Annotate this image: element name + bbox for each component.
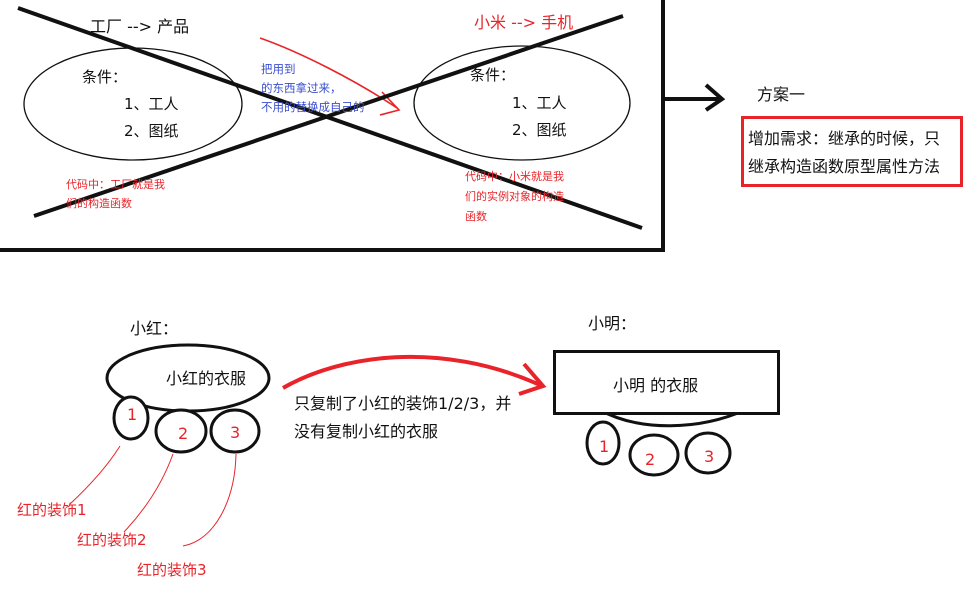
xiaohong-clothes-label: 小红的衣服 — [166, 369, 247, 388]
xiaoming-decoration-2-number: 2 — [645, 450, 656, 469]
factory-code-note-line-1: 代码中：工厂就是我 — [66, 178, 165, 191]
xiaoming-decoration-3 — [684, 431, 732, 475]
decoration-label-2: 红的装饰2 — [77, 531, 147, 549]
xiaomi-condition-drawings: 2、图纸 — [512, 121, 567, 139]
factory-title: 工厂 --> 产品 — [90, 17, 190, 36]
plan-line-1: 增加需求：继承的时候，只 — [748, 129, 941, 148]
panel-to-plan-arrowhead — [704, 83, 726, 112]
plan-line-2: 继承构造函数原型属性方法 — [748, 157, 941, 176]
top-panel-frame — [0, 0, 665, 252]
cross-out-line-2 — [33, 14, 624, 218]
copy-arrow — [281, 354, 541, 390]
decoration-label-1: 红的装饰1 — [17, 501, 87, 519]
factory-condition-drawings: 2、图纸 — [124, 122, 179, 140]
xiaomi-conditions-label: 条件： — [470, 66, 516, 84]
xiaomi-code-note-line-2: 们的实例对象的构造 — [465, 190, 564, 203]
xiaoming-clothes-box — [553, 350, 780, 415]
xiaoming-decoration-3-number: 3 — [704, 447, 715, 466]
arrow-note-line-2: 的东西拿过来， — [261, 81, 342, 95]
xiaoming-decoration-1 — [585, 420, 621, 466]
copy-note-line-2: 没有复制小红的衣服 — [294, 422, 439, 441]
xiaomi-condition-workers: 1、工人 — [512, 94, 567, 112]
factory-condition-workers: 1、工人 — [124, 95, 179, 113]
xiaomi-title: 小米 --> 手机 — [474, 13, 574, 32]
plan-box: 增加需求：继承的时候，只 继承构造函数原型属性方法 — [741, 116, 963, 187]
xiaoming-label: 小明： — [588, 314, 637, 333]
xiaoming-decoration-1-number: 1 — [599, 437, 610, 456]
copy-note-line-1: 只复制了小红的装饰1/2/3，并 — [294, 394, 512, 413]
xiaomi-conditions-ellipse — [413, 45, 631, 161]
xiaomi-code-note-line-3: 函数 — [465, 210, 487, 223]
plan-title: 方案一 — [757, 85, 806, 104]
xiaohong-decoration-3-number: 3 — [230, 423, 241, 442]
cross-out-line-1 — [17, 6, 643, 230]
xiaohong-decoration-2-number: 2 — [178, 424, 189, 443]
decoration-3-leader — [182, 453, 237, 547]
decoration-label-3: 红的装饰3 — [137, 561, 207, 579]
xiaohong-decoration-3 — [209, 408, 261, 454]
xiaoming-clothes-label: 小明 的衣服 — [613, 376, 699, 395]
xiaoming-clothes-arc — [599, 408, 746, 428]
factory-code-note-line-2: 们的构造函数 — [66, 197, 132, 210]
xiaomi-code-note-line-1: 代码中：小米就是我 — [465, 170, 564, 183]
arrow-note-line-1: 把用到 — [261, 62, 296, 76]
arrow-note-line-3: 不用的替换成自己的 — [261, 100, 365, 114]
xiaohong-decoration-1 — [112, 395, 150, 441]
decoration-2-leader — [123, 453, 174, 533]
xiaoming-decoration-2 — [628, 433, 680, 477]
copy-arrowhead — [518, 362, 547, 396]
xiaohong-label: 小红： — [130, 319, 179, 338]
xiaohong-decoration-2 — [154, 408, 208, 454]
decoration-1-leader — [69, 445, 121, 505]
factory-conditions-label: 条件： — [82, 68, 128, 86]
xiaohong-decoration-1-number: 1 — [127, 405, 138, 424]
